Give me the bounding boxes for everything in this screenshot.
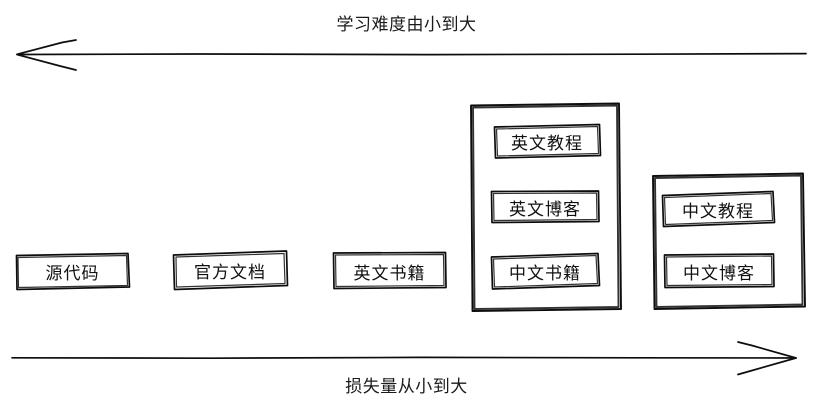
- box-label: 英文书籍: [353, 263, 426, 283]
- box-chinese-blog[interactable]: 中文博客: [662, 252, 776, 290]
- box-label: 中文博客: [683, 263, 755, 283]
- box-label: 中文教程: [682, 201, 754, 221]
- box-label: 英文博客: [509, 199, 581, 219]
- box-chinese-books[interactable]: 中文书籍: [489, 252, 601, 291]
- difficulty-arrow-left: [16, 39, 807, 71]
- top-axis-label: 学习难度由小到大: [336, 15, 477, 34]
- box-chinese-tutorial[interactable]: 中文教程: [660, 190, 776, 228]
- box-label: 中文书籍: [509, 264, 581, 283]
- box-english-blog[interactable]: 英文博客: [489, 189, 601, 225]
- box-english-books[interactable]: 英文书籍: [331, 250, 448, 292]
- box-label: 英文教程: [511, 134, 583, 153]
- box-source-code[interactable]: 源代码: [14, 252, 131, 291]
- bottom-axis-label: 损失量从小到大: [345, 377, 468, 396]
- box-label: 源代码: [45, 264, 100, 283]
- box-label: 官方文档: [194, 262, 266, 282]
- loss-arrow-right: [11, 341, 797, 376]
- box-english-tutorial[interactable]: 英文教程: [492, 123, 602, 160]
- box-official-docs[interactable]: 官方文档: [171, 249, 289, 291]
